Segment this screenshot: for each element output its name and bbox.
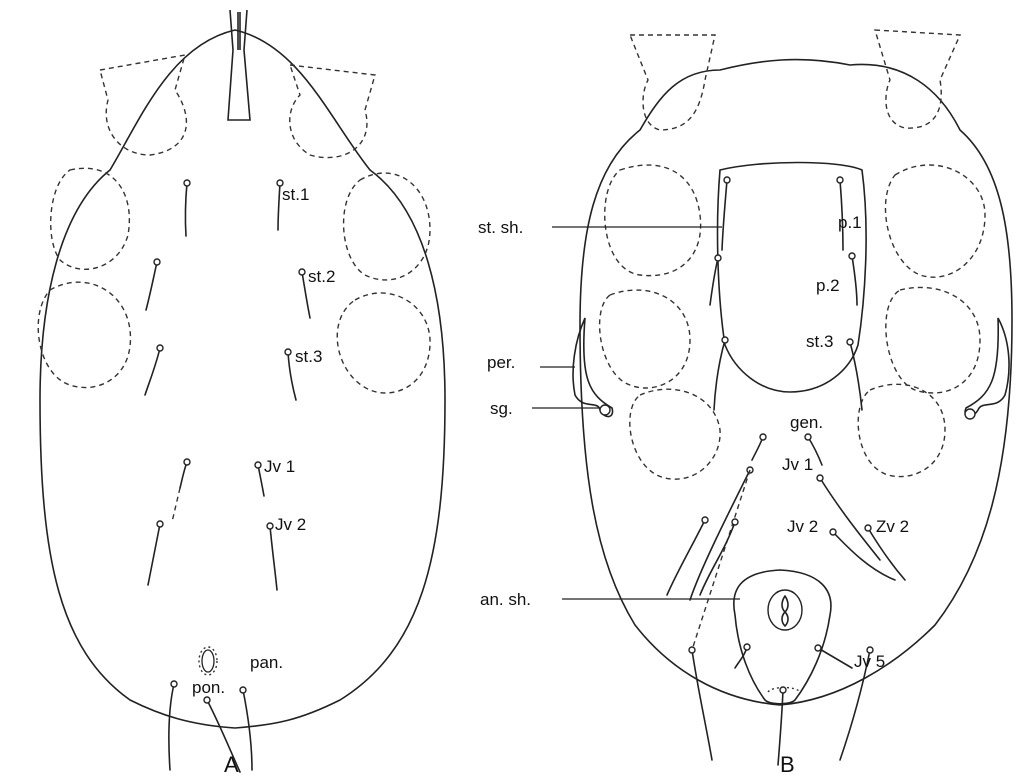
panel-a-body-outline [40,30,445,728]
panel-a-label-jv2: Jv 2 [275,515,306,534]
panel-b-label-per: per. [487,353,515,372]
panel-b-coxa-2-left [605,165,701,276]
panel-b-title: B [780,752,795,777]
panel-a-label-pon: pon. [192,678,225,697]
panel-b-coxa-4-left [630,389,720,479]
panel-b-label-gen: gen. [790,413,823,432]
panel-b-label-sg: sg. [490,399,513,418]
panel-a-label-jv1: Jv 1 [264,457,295,476]
panel-b-coxa-1-left [630,35,715,130]
panel-a-label-st3: st.3 [295,347,322,366]
panel-a-tritosternum [228,10,250,120]
panel-a-coxa-2-right [344,173,430,280]
panel-b-label-jv5: Jv 5 [854,652,885,671]
panel-b-label-jv2: Jv 2 [787,517,818,536]
panel-b-peritreme-left [573,318,613,417]
panel-b-coxa-4-right [858,384,945,476]
panel-a-coxa-3-right [337,293,430,393]
panel-b-peritreme-right [965,318,1009,417]
panel-a-label-st1: st.1 [282,185,309,204]
panel-a: st.1 st.2 st.3 Jv 1 Jv 2 pan. pon. A [38,10,445,777]
panel-b: st. sh. per. sg. an. sh. p.1 p.2 st.3 ge… [478,30,1012,777]
panel-b-label-an-sh: an. sh. [480,590,531,609]
panel-b-coxa-3-left [600,290,690,388]
panel-b-label-p1: p.1 [838,213,862,232]
panel-a-setae [145,180,310,772]
panel-b-coxa-3-right [886,287,980,393]
panel-b-stigma-left [600,405,610,415]
panel-b-label-zv2: Zv 2 [876,517,909,536]
panel-a-coxa-3-left [38,282,130,387]
panel-a-title: A [224,752,239,777]
panel-b-body-outline [580,60,1012,705]
panel-a-coxa-1-right [290,65,375,158]
panel-b-label-p2: p.2 [816,276,840,295]
panel-b-label-jv1: Jv 1 [782,455,813,474]
panel-b-stigma-right [965,409,975,419]
panel-a-anal-opening [202,650,214,672]
panel-a-label-pan: pan. [250,653,283,672]
panel-b-coxa-1-right [875,30,960,128]
panel-b-label-st-sh: st. sh. [478,218,523,237]
panel-b-label-st3: st.3 [806,332,833,351]
panel-a-coxa-2-left [51,168,130,269]
panel-b-coxa-2-right [885,165,985,277]
panel-a-label-st2: st.2 [308,267,335,286]
panel-b-sternal-shield [718,163,867,393]
